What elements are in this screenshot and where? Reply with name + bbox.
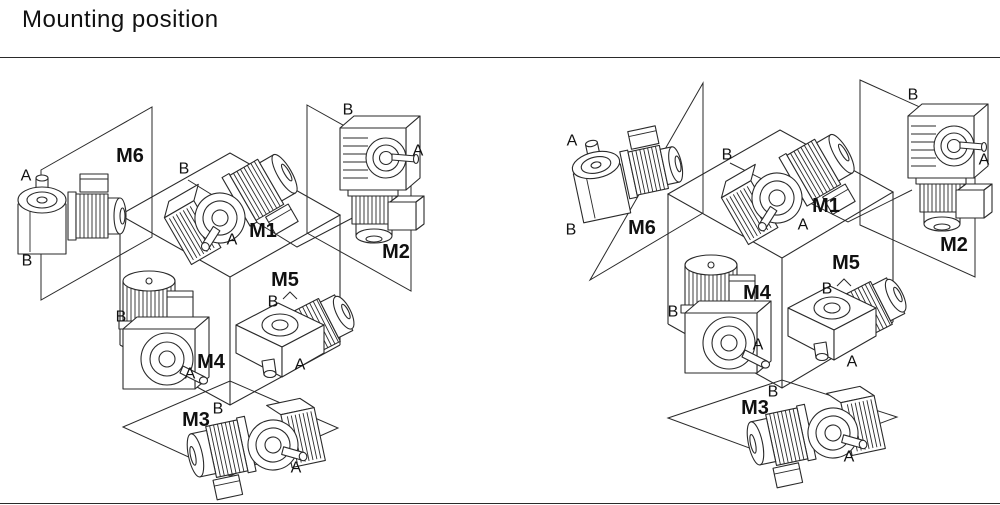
page-title: Mounting position — [22, 6, 219, 33]
right-m1-a-label: A — [798, 217, 809, 234]
right-m6-a-label: A — [567, 133, 578, 150]
right-m6-gearmotor — [566, 121, 690, 224]
right-m4-a-label: A — [753, 337, 764, 354]
right-m5-gearmotor — [787, 268, 915, 362]
right-m1-label: M1 — [812, 195, 840, 217]
right-m1-gearmotor — [714, 120, 873, 259]
right-m5-a-label: A — [847, 354, 858, 371]
left-cube — [118, 152, 342, 406]
left-m3-a-label: A — [291, 460, 302, 477]
left-m2-label: M2 — [382, 241, 410, 263]
left-m1-b-label: B — [179, 161, 190, 178]
left-m5-label: M5 — [271, 269, 299, 291]
left-m1-a-label: A — [227, 232, 238, 249]
left-m6-mounting-plane — [40, 106, 153, 301]
right-m4-gearmotor — [680, 254, 772, 374]
right-cube — [666, 129, 895, 389]
right-m5-b-tick — [836, 278, 852, 287]
right-m3-b-label: B — [768, 384, 779, 401]
left-m4-gearmotor — [118, 270, 210, 390]
right-m1-b-label: B — [722, 147, 733, 164]
left-m4-b-label: B — [116, 309, 127, 326]
left-m5-a-label: A — [295, 357, 306, 374]
left-m2-gearmotor — [339, 115, 425, 244]
left-m5-b-tick — [282, 291, 298, 300]
right-m2-a-label: A — [979, 152, 990, 169]
right-m6-b-label: B — [566, 222, 577, 239]
right-m5-label: M5 — [832, 252, 860, 274]
left-m6-b-label: B — [22, 253, 33, 270]
diagram-right: M6 A B M1 B A M2 B A M5 B A M4 B A M3 B … — [566, 79, 993, 493]
right-m2-b-label: B — [908, 87, 919, 104]
diagram-left: M6 A B M1 B A M2 B A M5 B A M4 B A M3 B … — [17, 102, 425, 505]
left-m1-label: M1 — [249, 220, 277, 242]
right-m4-label: M4 — [743, 282, 772, 304]
right-m3-a-label: A — [844, 449, 855, 466]
right-m2-label: M2 — [940, 234, 968, 256]
left-m2-b-label: B — [343, 102, 354, 119]
left-m5-b-label: B — [268, 294, 279, 311]
right-m6-label: M6 — [628, 217, 656, 239]
left-m6-gearmotor — [17, 173, 127, 255]
left-m2-a-label: A — [413, 143, 424, 160]
left-m4-a-label: A — [185, 366, 196, 383]
left-labels: M6 A B M1 B A M2 B A M5 B A M4 B A M3 B … — [21, 102, 424, 477]
right-m4-b-label: B — [668, 304, 679, 321]
right-m3-mounting-plane — [666, 379, 899, 461]
left-m6-a-label: A — [21, 168, 32, 185]
left-m3-label: M3 — [182, 409, 210, 431]
left-m6-label: M6 — [116, 145, 144, 167]
left-m4-label: M4 — [197, 351, 226, 373]
right-labels: M6 A B M1 B A M2 B A M5 B A M4 B A M3 B … — [566, 87, 990, 466]
right-m3-label: M3 — [741, 397, 769, 419]
left-m3-b-label: B — [213, 401, 224, 418]
right-m5-b-label: B — [822, 281, 833, 298]
